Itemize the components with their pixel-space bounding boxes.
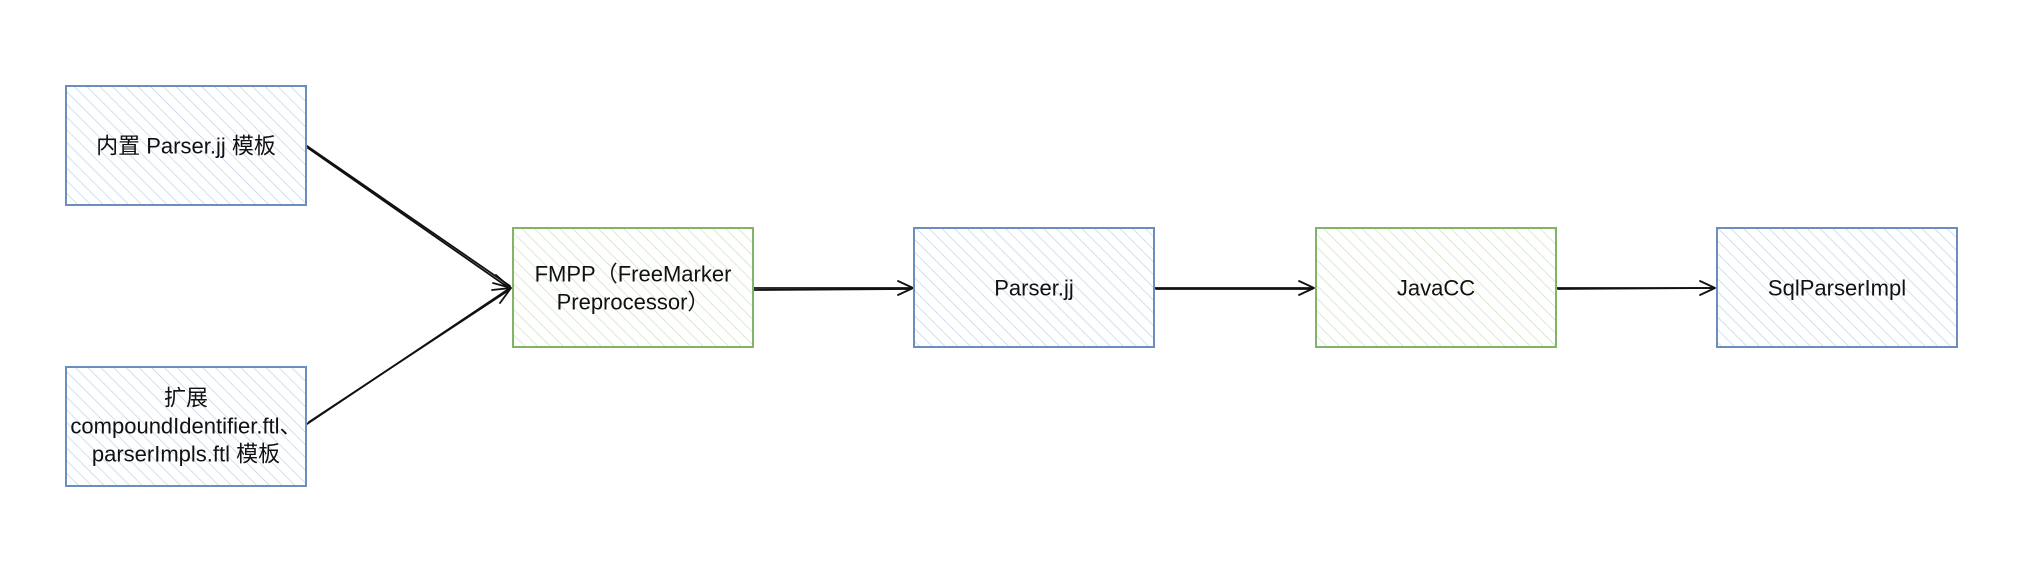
node-label-line: FMPP（FreeMarker [535, 262, 732, 287]
node-label-line: 扩展 [164, 386, 208, 411]
edge-parser-to-javacc [1154, 280, 1315, 296]
arrowhead [491, 287, 512, 304]
arrowhead [1298, 280, 1315, 296]
node-label-line: Preprocessor） [557, 290, 710, 315]
edge-builtin-to-fmpp [306, 145, 512, 289]
node-label-line: compoundIdentifier.ftl、 [70, 414, 301, 439]
node-label: SqlParserImpl [1768, 276, 1906, 301]
node-builtin-template[interactable]: 内置 Parser.jj 模板 [65, 85, 307, 206]
edge-fmpp-to-parser [753, 280, 914, 296]
node-extension-templates[interactable]: 扩展 compoundIdentifier.ftl、 parserImpls.ftl… [65, 366, 307, 487]
arrowhead [1699, 280, 1716, 296]
node-label-line: parserImpls.ftl 模板 [92, 442, 280, 467]
node-label: Parser.jj [994, 276, 1073, 301]
node-label-line: JavaCC [1397, 276, 1475, 301]
node-label-line: 内置 Parser.jj 模板 [96, 134, 276, 159]
node-label-line: SqlParserImpl [1768, 276, 1906, 301]
node-label: 内置 Parser.jj 模板 [96, 134, 276, 159]
edge-extension-to-fmpp [306, 287, 512, 425]
node-javacc[interactable]: JavaCC [1315, 227, 1557, 348]
edges [306, 145, 1716, 425]
node-parser-jj[interactable]: Parser.jj [913, 227, 1155, 348]
node-label: 扩展 compoundIdentifier.ftl、 parserImpls.ftl… [70, 386, 301, 467]
edge-javacc-to-sqlparserimpl [1556, 280, 1716, 296]
node-sql-parser-impl[interactable]: SqlParserImpl [1716, 227, 1958, 348]
node-label-line: Parser.jj [994, 276, 1073, 301]
node-label: JavaCC [1397, 276, 1475, 301]
